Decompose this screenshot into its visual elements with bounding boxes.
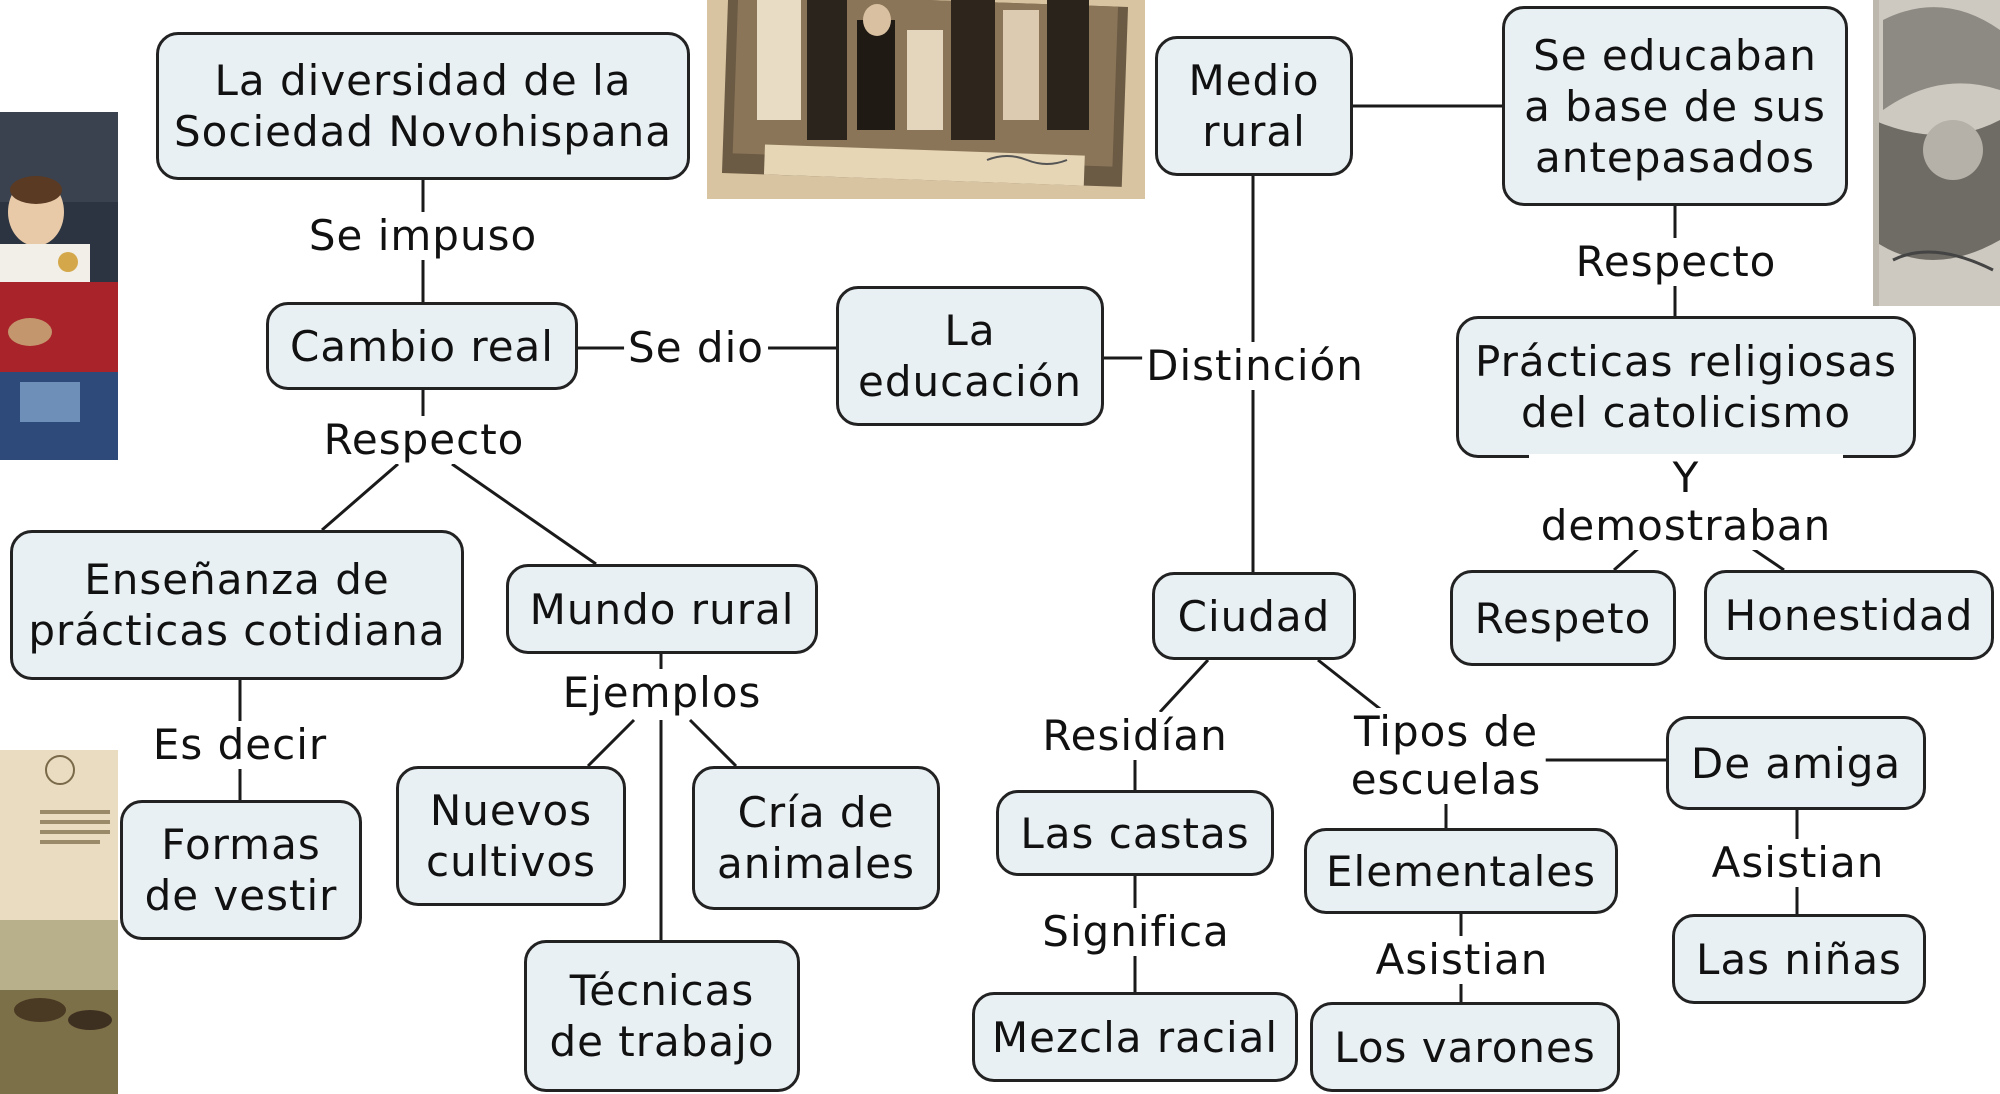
node-cambio-real: Cambio real bbox=[266, 302, 578, 390]
node-los-varones: Los varones bbox=[1310, 1002, 1620, 1092]
node-cria-de-animales: Cría de animales bbox=[692, 766, 940, 910]
node-mundo-rural: Mundo rural bbox=[506, 564, 818, 654]
child-portrait-image bbox=[0, 112, 118, 460]
link-es-decir: Es decir bbox=[148, 721, 332, 769]
link-se-impuso: Se impuso bbox=[304, 212, 542, 260]
node-la-educacion: La educación bbox=[836, 286, 1104, 426]
node-las-ninas: Las niñas bbox=[1672, 914, 1926, 1004]
node-ensenanza: Enseñanza de prácticas cotidiana bbox=[10, 530, 464, 680]
engraving-image bbox=[1873, 0, 2000, 306]
node-elementales: Elementales bbox=[1304, 828, 1618, 914]
link-asistian-elementales: Asistian bbox=[1371, 936, 1553, 984]
node-se-educaban: Se educaban a base de sus antepasados bbox=[1502, 6, 1848, 206]
node-medio-rural: Medio rural bbox=[1155, 36, 1353, 176]
node-respeto: Respeto bbox=[1450, 570, 1676, 666]
node-de-amiga: De amiga bbox=[1666, 716, 1926, 810]
node-sociedad-novohispana: La diversidad de la Sociedad Novohispana bbox=[156, 32, 690, 180]
node-ciudad: Ciudad bbox=[1152, 572, 1356, 660]
node-mezcla-racial: Mezcla racial bbox=[972, 992, 1298, 1082]
node-honestidad: Honestidad bbox=[1704, 570, 1994, 660]
family-photo-image bbox=[707, 0, 1145, 199]
link-respecto-antepasados: Respecto bbox=[1571, 238, 1781, 286]
node-practicas-religiosas: Prácticas religiosas del catolicismo bbox=[1456, 316, 1916, 458]
link-y-demostraban: Y demostraban bbox=[1529, 454, 1843, 550]
book-illustration-image bbox=[0, 750, 118, 1094]
node-nuevos-cultivos: Nuevos cultivos bbox=[396, 766, 626, 906]
node-tecnicas-de-trabajo: Técnicas de trabajo bbox=[524, 940, 800, 1092]
link-distincion: Distinción bbox=[1142, 342, 1368, 390]
link-tipos-de-escuelas: Tipos de escuelas bbox=[1346, 708, 1546, 804]
link-asistian-amiga: Asistian bbox=[1707, 839, 1889, 887]
link-residian: Residían bbox=[1038, 712, 1232, 760]
node-formas-de-vestir: Formas de vestir bbox=[120, 800, 362, 940]
link-ejemplos: Ejemplos bbox=[558, 669, 766, 717]
node-las-castas: Las castas bbox=[996, 790, 1274, 876]
link-se-dio: Se dio bbox=[624, 324, 768, 372]
link-respecto-cambio: Respecto bbox=[319, 416, 529, 464]
link-significa: Significa bbox=[1038, 908, 1234, 956]
